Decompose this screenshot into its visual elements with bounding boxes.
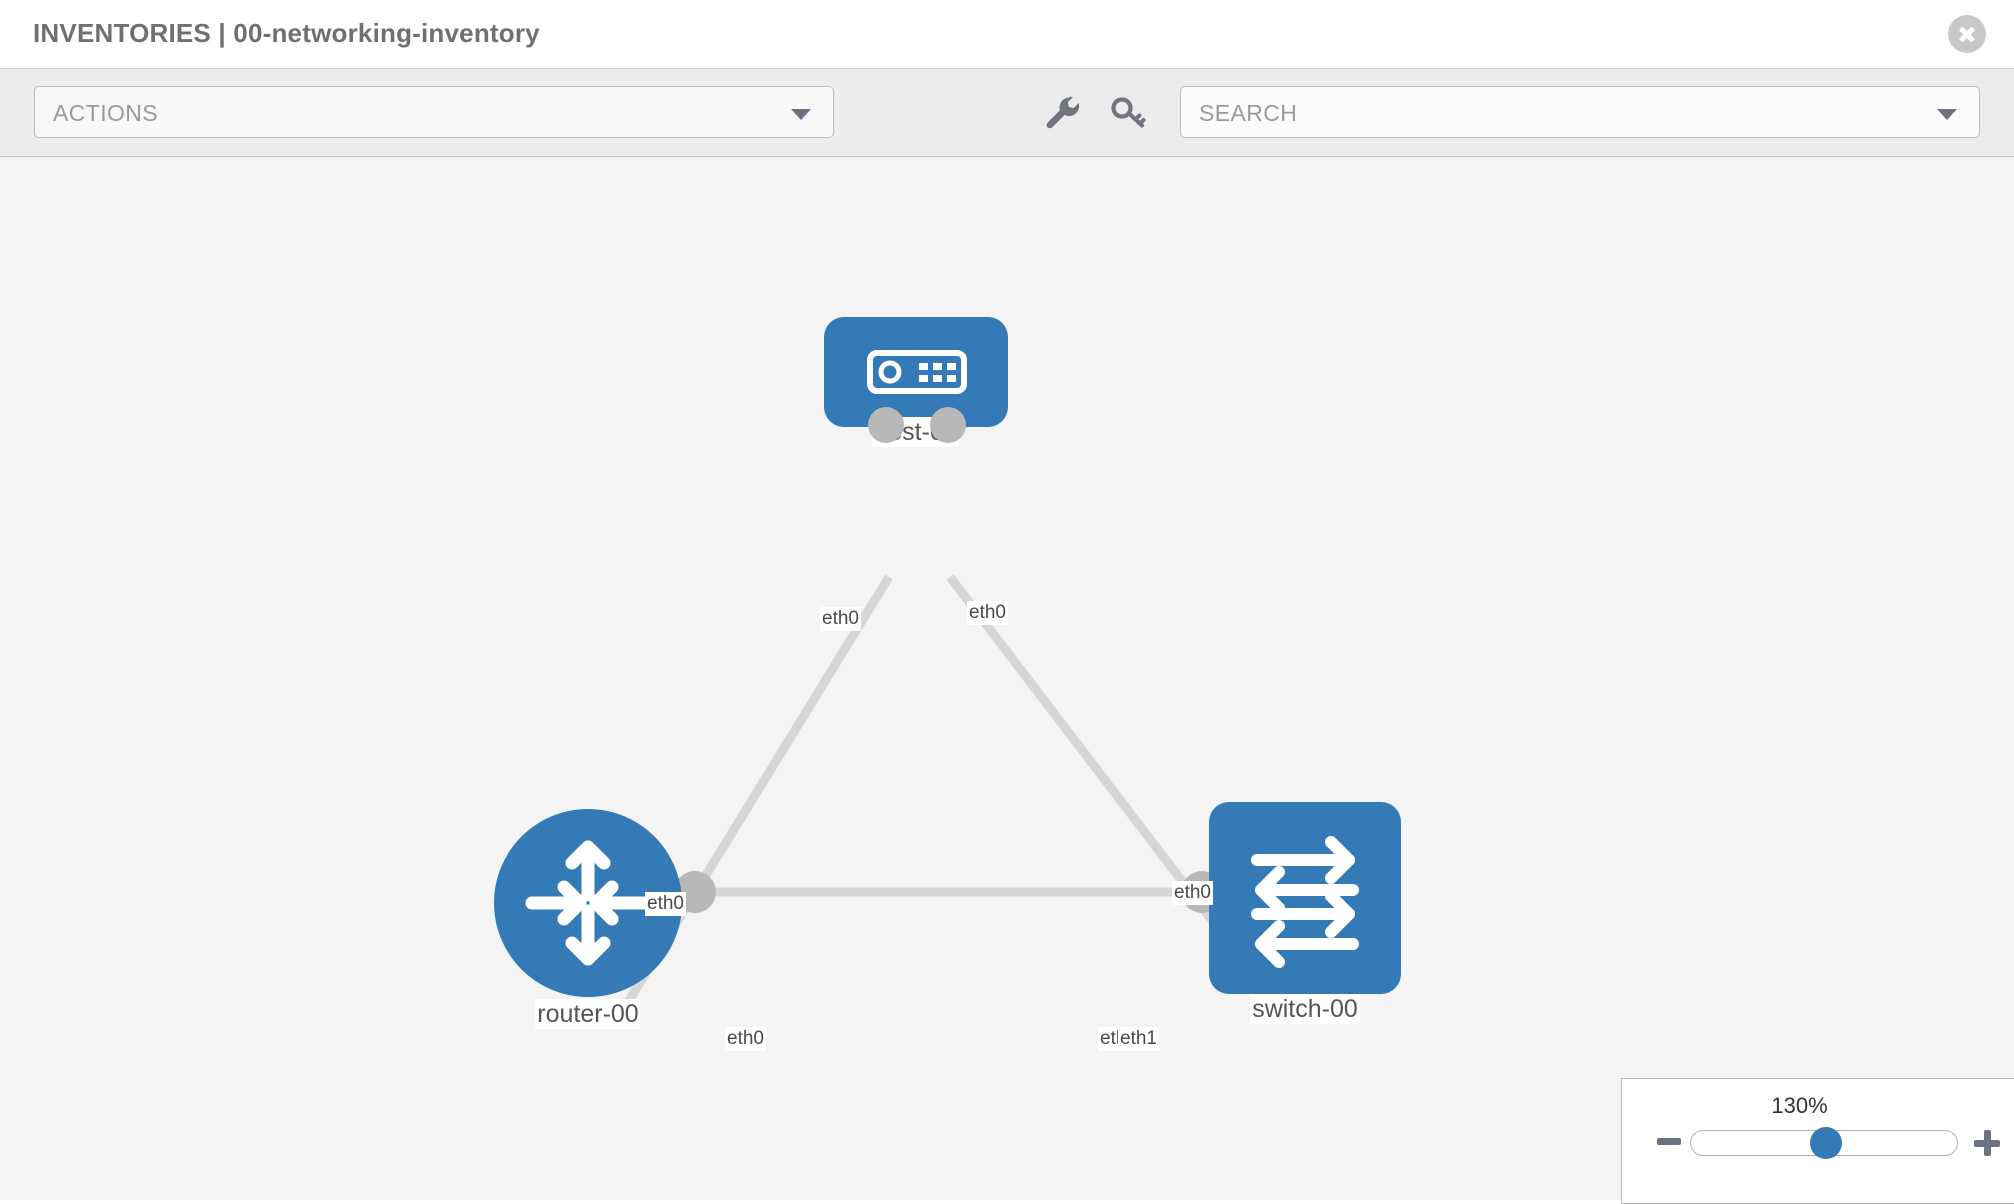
- server-device-icon: [867, 350, 967, 394]
- zoom-slider-thumb[interactable]: [1810, 1127, 1842, 1159]
- port-label-router-right: eth0: [725, 1027, 766, 1051]
- node-host-00[interactable]: host-00: [824, 317, 1008, 461]
- node-switch-00-label: switch-00: [1250, 994, 1360, 1024]
- node-router-00-label: router-00: [535, 999, 641, 1029]
- topology-canvas[interactable]: host-00 eth0 eth0: [0, 157, 2014, 1200]
- plus-icon[interactable]: [1974, 1130, 2000, 1156]
- search-input[interactable]: SEARCH: [1180, 86, 1980, 138]
- actions-dropdown[interactable]: ACTIONS: [34, 86, 834, 138]
- port-label-switch-up: eth0: [1172, 881, 1213, 905]
- toolbar: ACTIONS SEARCH: [0, 69, 2014, 157]
- topology-links: [621, 574, 1244, 1010]
- page-title: INVENTORIES | 00-networking-inventory: [33, 18, 540, 48]
- port-label-switch-left: eth1: [1118, 1027, 1159, 1051]
- port-label-host-right: eth0: [967, 601, 1008, 625]
- port-label-router-up: eth0: [645, 892, 686, 916]
- router-four-arrows-icon: [525, 840, 651, 966]
- chevron-down-icon[interactable]: [1937, 109, 1957, 120]
- node-switch-00-shape[interactable]: [1209, 802, 1401, 994]
- actions-dropdown-label: ACTIONS: [53, 100, 159, 126]
- port-knob-host-left[interactable]: [868, 407, 904, 443]
- chevron-down-icon: [791, 109, 811, 120]
- search-placeholder: SEARCH: [1199, 100, 1298, 126]
- wrench-icon[interactable]: [1040, 91, 1082, 133]
- close-icon[interactable]: [1948, 15, 1986, 53]
- zoom-level-value: 130%: [1771, 1093, 1828, 1118]
- port-label-host-left: eth0: [820, 607, 861, 631]
- switch-exchange-arrows-icon: [1251, 836, 1359, 968]
- zoom-control-panel: 130%: [1621, 1078, 2014, 1204]
- node-router-00[interactable]: router-00: [494, 809, 682, 1031]
- node-host-00-shape[interactable]: [824, 317, 1008, 427]
- key-icon[interactable]: [1108, 91, 1150, 133]
- node-switch-00[interactable]: switch-00: [1209, 802, 1401, 1032]
- port-knob-host-right[interactable]: [930, 407, 966, 443]
- minus-icon[interactable]: [1657, 1138, 1681, 1145]
- page-header: INVENTORIES | 00-networking-inventory: [0, 0, 2014, 69]
